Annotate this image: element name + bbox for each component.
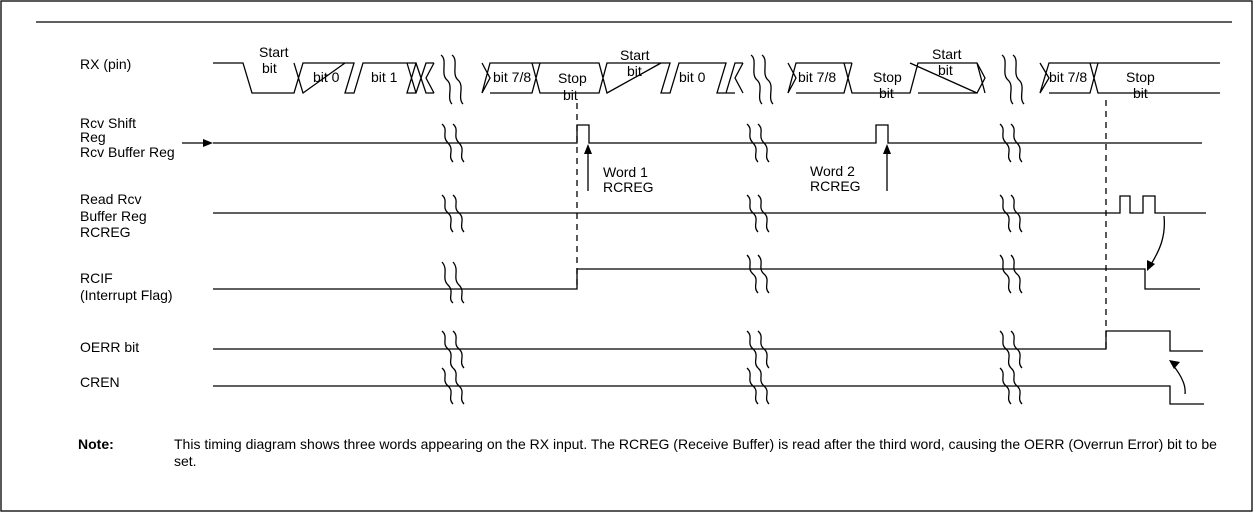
- rx-stop1-line2: bit: [563, 87, 578, 103]
- rcv-buffer-waveform: [213, 124, 1202, 144]
- rx-start1-line1: Start: [259, 44, 289, 60]
- read-rcreg-waveform: [213, 195, 1206, 214]
- rx-start3-line2: bit: [938, 62, 953, 78]
- rcreg-read-arrow-head: [1147, 260, 1155, 271]
- rcif-waveform: [213, 268, 1200, 290]
- label-read-rcv-line3: RCREG: [80, 224, 131, 240]
- cren-arrow-head: [1169, 360, 1180, 369]
- rx-bit78-b: bit 7/8: [798, 69, 837, 85]
- rcreg-read-arrow-curve: [1149, 215, 1166, 267]
- label-rcv-shift-line2: Reg: [80, 129, 106, 145]
- word2-label: Word 2: [810, 163, 855, 179]
- rx-stop2-line1: Stop: [873, 69, 902, 85]
- rx-bit78-a: bit 7/8: [493, 69, 532, 85]
- word2-rcreg: RCREG: [810, 178, 861, 194]
- rx-waveform: [213, 62, 1220, 95]
- rx-bit0-a: bit 0: [313, 69, 340, 85]
- label-rx-pin: RX (pin): [80, 56, 132, 72]
- label-interrupt-flag: (Interrupt Flag): [80, 287, 173, 303]
- rx-break-marks: [440, 54, 1025, 105]
- rx-stop3-line1: Stop: [1126, 69, 1155, 85]
- rx-stop3-line2: bit: [1133, 85, 1148, 101]
- rx-bit1: bit 1: [371, 69, 398, 85]
- word1-rcreg: RCREG: [603, 179, 654, 195]
- rx-start3-line1: Start: [932, 46, 962, 62]
- shift-arrow-head: [203, 139, 213, 147]
- oerr-waveform: [213, 330, 1203, 352]
- label-read-rcv-line2: Buffer Reg: [80, 208, 147, 224]
- label-rcv-shift-line1: Rcv Shift: [80, 115, 137, 131]
- rx-start1-line2: bit: [262, 60, 277, 76]
- rx-start2-line2: bit: [627, 63, 642, 79]
- rx-stop1-line1: Stop: [558, 70, 587, 86]
- rx-stop2-line2: bit: [879, 85, 894, 101]
- note-label: Note:: [78, 436, 114, 452]
- word1-label: Word 1: [603, 164, 648, 180]
- label-oerr-bit: OERR bit: [80, 339, 140, 355]
- label-rcv-buffer-reg: Rcv Buffer Reg: [80, 144, 175, 160]
- rx-bit78-c: bit 7/8: [1049, 69, 1088, 85]
- lower-break-marks: [441, 123, 1023, 405]
- label-read-rcv-line1: Read Rcv: [80, 191, 142, 207]
- label-cren: CREN: [80, 374, 120, 390]
- note-text: This timing diagram shows three words ap…: [174, 436, 1217, 469]
- word1-arrow-head: [584, 144, 592, 154]
- cren-waveform: [213, 385, 1204, 405]
- word2-arrow-head: [883, 144, 891, 154]
- rx-bit0-b: bit 0: [679, 69, 706, 85]
- label-rcif: RCIF: [80, 270, 113, 286]
- rx-start2-line1: Start: [620, 47, 650, 63]
